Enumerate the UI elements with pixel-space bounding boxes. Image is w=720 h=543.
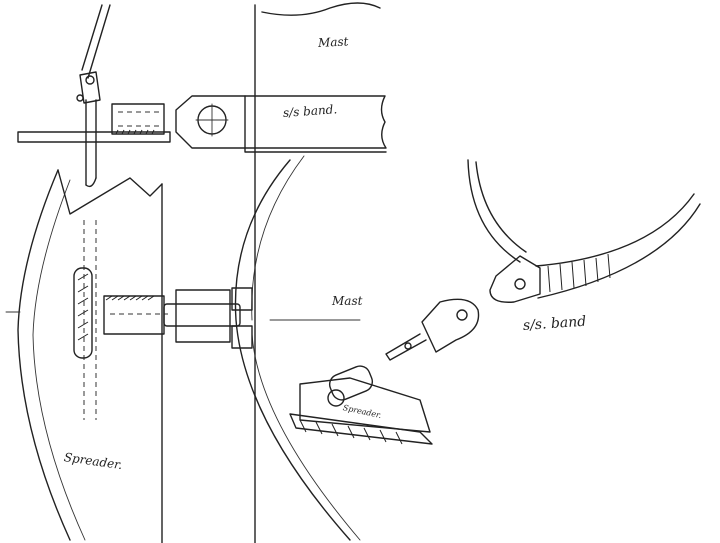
band-lug <box>175 95 246 149</box>
insert-threads <box>105 295 155 301</box>
shroud-wire-2 <box>81 4 103 71</box>
band-tab-hole <box>514 278 526 290</box>
band-section-top <box>231 287 253 311</box>
threaded-insert <box>103 295 165 335</box>
pin-head <box>76 94 84 102</box>
fitting-lug <box>421 298 480 353</box>
ss-band-strip <box>244 95 387 149</box>
rod-end <box>85 177 97 188</box>
spreader-block-base <box>289 413 433 445</box>
fitting-threads <box>115 129 155 135</box>
mast-arc-inner-low <box>251 333 361 541</box>
toggle <box>79 71 101 104</box>
band-inner-right <box>535 193 695 267</box>
band-outer-left <box>467 159 521 263</box>
threaded-fitting <box>111 103 165 135</box>
spreader-hidden-rod <box>83 220 97 420</box>
spreader-slot <box>73 267 93 359</box>
mast-top-outline <box>261 2 381 16</box>
band-outer-right <box>537 203 701 299</box>
pin-end <box>404 342 412 350</box>
spreader-torn-edge <box>57 169 163 215</box>
top-assembly <box>17 2 387 543</box>
spreader-outer-curve <box>17 169 71 541</box>
band-section-bottom <box>231 325 253 349</box>
spreader-end-block <box>299 377 431 433</box>
exploded-fitting <box>289 298 480 445</box>
fitting-lug-hole <box>456 309 468 321</box>
roller-end <box>327 389 345 407</box>
band-tab <box>489 255 541 303</box>
toggle-pin <box>85 75 95 85</box>
slot-hatch <box>77 273 89 341</box>
ss-band-perspective <box>467 159 701 303</box>
fitting-hidden-lines <box>118 111 160 127</box>
mast-arc <box>234 159 351 541</box>
spreader-bar <box>17 131 171 143</box>
shroud-wire <box>87 4 111 79</box>
bolt-head <box>175 289 231 343</box>
spreader-inner-curve <box>32 179 86 541</box>
spreader-side-view <box>5 155 361 543</box>
band-shading <box>547 253 611 293</box>
band-shadow <box>244 147 387 153</box>
block-shading <box>299 419 403 445</box>
mast-label-top: Mast <box>317 34 349 50</box>
bolt-shank <box>163 303 241 327</box>
fitting-pin <box>385 333 427 361</box>
lug-centerline <box>195 103 229 137</box>
band-inner-left <box>475 161 527 253</box>
mast-arc-inner <box>251 155 305 321</box>
mast-label-mid: Mast <box>332 294 363 308</box>
